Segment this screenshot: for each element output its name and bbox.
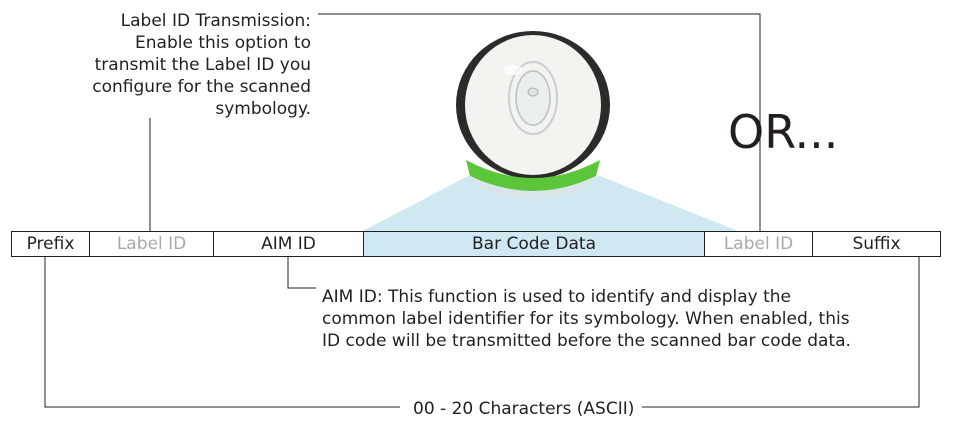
aim-id-note-line: AIM ID: This function is used to identif…	[322, 287, 792, 307]
label-id-note-line: symbology.	[215, 99, 311, 119]
label-id-note-line: Label ID Transmission:	[120, 11, 311, 31]
label-id-bracket-line	[318, 13, 761, 231]
field-label-id: Label ID	[89, 231, 214, 257]
field-row: Prefix Label ID AIM ID Bar Code Data Lab…	[11, 231, 941, 257]
range-bracket-left	[44, 257, 400, 408]
aim-id-note-line: common label identifier for its symbolog…	[322, 309, 850, 329]
label-id-note-line: transmit the Label ID you	[94, 55, 311, 75]
label-id-note-line: configure for the scanned	[92, 77, 311, 97]
label-id-note: Label ID Transmission: Enable this optio…	[92, 10, 311, 120]
characters-range-label: 00 - 20 Characters (ASCII)	[405, 398, 643, 420]
aim-id-note: AIM ID: This function is used to identif…	[322, 286, 851, 352]
field-aim-id: AIM ID	[213, 231, 364, 257]
scanner-icon	[456, 31, 610, 199]
label-id-note-line: Enable this option to	[135, 33, 311, 53]
scan-beam	[363, 176, 738, 231]
range-bracket-right	[580, 257, 920, 408]
field-prefix: Prefix	[11, 231, 90, 257]
aim-id-pointer-line	[287, 257, 316, 289]
aim-id-note-line: ID code will be transmitted before the s…	[322, 331, 851, 351]
field-suffix: Suffix	[812, 231, 941, 257]
field-bar-code-data: Bar Code Data	[363, 231, 705, 257]
field-label-id-alt: Label ID	[704, 231, 813, 257]
or-label: OR...	[728, 105, 839, 159]
